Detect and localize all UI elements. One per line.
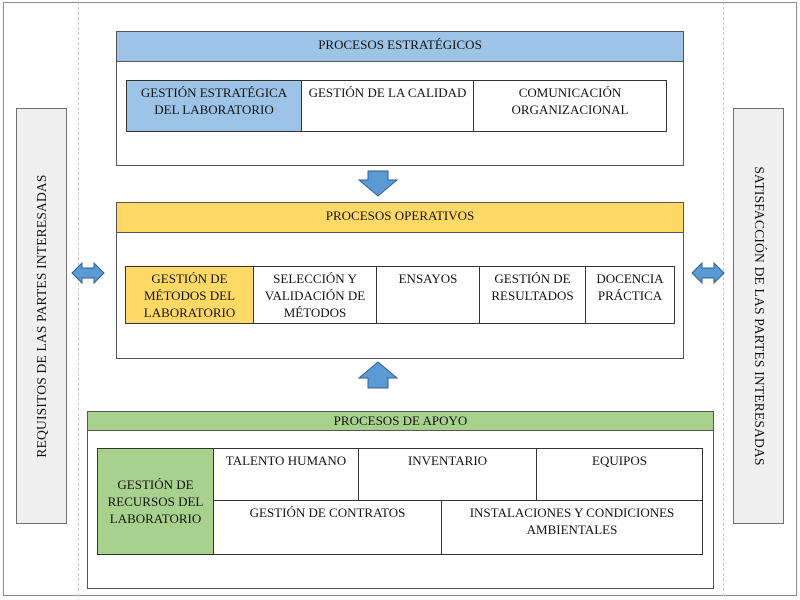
left-double-arrow-icon — [71, 261, 105, 285]
strategic-item-quality-management: GESTIÓN DE LA CALIDAD — [301, 80, 474, 132]
left-divider — [78, 2, 79, 596]
operative-item-results-management: GESTIÓN DE RESULTADOS — [479, 266, 586, 324]
support-item-contracts-management: GESTIÓN DE CONTRATOS — [213, 500, 442, 555]
right-double-arrow-icon — [691, 261, 725, 285]
operative-item-methods-management: GESTIÓN DE MÉTODOS DEL LABORATORIO — [125, 266, 254, 324]
down-arrow-icon — [357, 170, 399, 197]
operative-item-method-validation: SELECCIÓN Y VALIDACIÓN DE MÉTODOS — [253, 266, 377, 324]
stakeholder-satisfaction-label: SATISFACCIÓN DE LAS PARTES INTERESADAS — [751, 166, 767, 466]
strategic-processes-header: PROCESOS ESTRATÉGICOS — [116, 31, 684, 62]
operative-processes-header: PROCESOS OPERATIVOS — [116, 202, 684, 233]
support-item-human-talent: TALENTO HUMANO — [213, 448, 359, 501]
support-item-equipment: EQUIPOS — [536, 448, 703, 501]
stakeholder-requirements-panel: REQUISITOS DE LAS PARTES INTERESADAS — [16, 108, 67, 524]
support-processes-header: PROCESOS DE APOYO — [87, 411, 714, 431]
stakeholder-requirements-label: REQUISITOS DE LAS PARTES INTERESADAS — [33, 174, 49, 458]
strategic-item-laboratory-management: GESTIÓN ESTRATÉGICA DEL LABORATORIO — [126, 80, 302, 132]
operative-item-practical-teaching: DOCENCIA PRÁCTICA — [585, 266, 675, 324]
support-item-resource-management: GESTIÓN DE RECURSOS DEL LABORATORIO — [97, 448, 214, 555]
support-item-facilities-conditions: INSTALACIONES Y CONDICIONES AMBIENTALES — [441, 500, 703, 555]
strategic-item-organizational-communication: COMUNICACIÓN ORGANIZACIONAL — [473, 80, 667, 132]
up-arrow-icon — [357, 361, 399, 389]
diagram-frame — [3, 2, 797, 596]
operative-item-tests: ENSAYOS — [376, 266, 480, 324]
right-divider — [723, 2, 724, 596]
stakeholder-satisfaction-panel: SATISFACCIÓN DE LAS PARTES INTERESADAS — [733, 108, 784, 524]
support-item-inventory: INVENTARIO — [358, 448, 537, 501]
